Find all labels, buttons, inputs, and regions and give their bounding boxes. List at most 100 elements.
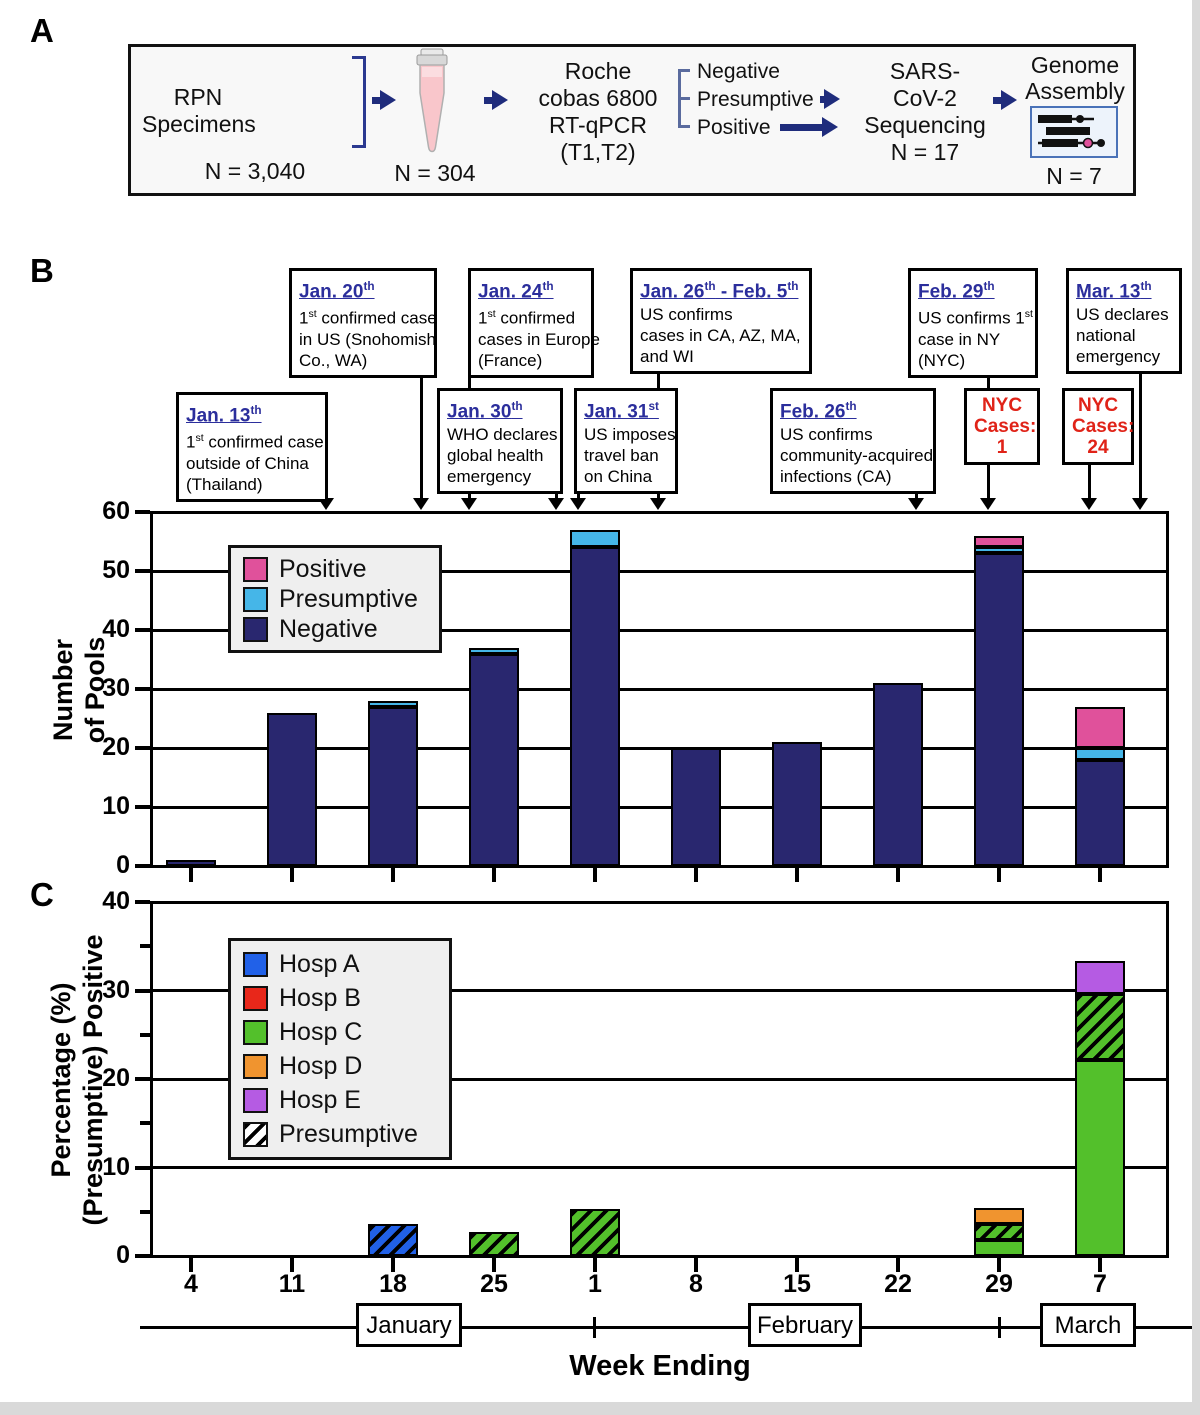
bar-b-week29-negative bbox=[974, 553, 1024, 866]
legend-label: Presumptive bbox=[279, 584, 418, 613]
panel-c-label: C bbox=[30, 876, 54, 913]
legend-label: Presumptive bbox=[279, 1119, 418, 1148]
week-label-7: 7 bbox=[1093, 1270, 1107, 1298]
results-bracket-stub bbox=[678, 125, 690, 128]
timeline-arrow-head-icon bbox=[570, 498, 586, 510]
x-tick-b bbox=[896, 868, 900, 882]
timeline-arrow-head-icon bbox=[1081, 498, 1097, 510]
legend-label: Hosp D bbox=[279, 1051, 363, 1080]
bar-b-week1-presumptive bbox=[570, 529, 620, 548]
y-tick-c bbox=[135, 1254, 150, 1258]
timeline-arrow-head-icon bbox=[461, 498, 477, 510]
bar-c-week18-hospa-presumptive bbox=[368, 1224, 418, 1256]
bar-b-week18-negative bbox=[368, 706, 418, 866]
panel-b-label: B bbox=[30, 252, 54, 289]
week-label-25: 25 bbox=[480, 1270, 508, 1298]
bar-c-week7-hospc-presumptive bbox=[1075, 994, 1125, 1060]
timeline-arrow-head-icon bbox=[980, 498, 996, 510]
timeline-arrow-head-icon bbox=[548, 498, 564, 510]
bar-c-week29-hospd-positive bbox=[974, 1208, 1024, 1225]
result-presumptive-label: Presumptive bbox=[697, 88, 814, 111]
x-tick-b bbox=[795, 868, 799, 882]
bar-b-week29-presumptive bbox=[974, 547, 1024, 554]
legend-item-hosp-b: Hosp B bbox=[243, 984, 437, 1013]
hosp-e-swatch-icon bbox=[243, 1087, 268, 1113]
month-axis-tick bbox=[998, 1317, 1001, 1338]
flow-arrow-icon bbox=[820, 89, 840, 109]
bar-b-week1-negative bbox=[570, 547, 620, 866]
legend-item-negative: Negative bbox=[243, 615, 427, 644]
presumptive-swatch-icon bbox=[243, 1121, 268, 1147]
timeline-arrow-head-icon bbox=[413, 498, 429, 510]
bar-b-week25-negative bbox=[469, 653, 519, 866]
y-tick-label-c: 40 bbox=[102, 887, 130, 915]
gridline-b-30 bbox=[153, 687, 1166, 691]
timeline-date: Jan. 24th bbox=[478, 280, 554, 303]
circle-cluster-icon bbox=[252, 54, 362, 154]
week-label-11: 11 bbox=[278, 1270, 306, 1298]
y-tick-b bbox=[135, 805, 150, 809]
specimens-n-label: N = 3,040 bbox=[204, 158, 306, 184]
bar-b-week7-positive bbox=[1075, 706, 1125, 748]
y-tick-label-b: 0 bbox=[116, 851, 130, 879]
x-tick-c bbox=[896, 1258, 900, 1272]
week-label-8: 8 bbox=[689, 1270, 703, 1298]
month-axis-line bbox=[140, 1326, 1192, 1329]
timeline-date: Jan. 31st bbox=[584, 400, 659, 423]
timeline-date: Mar. 13th bbox=[1076, 280, 1152, 303]
y-tick-b bbox=[135, 746, 150, 750]
legend-item-hosp-d: Hosp D bbox=[243, 1052, 437, 1081]
y-tick-label-b: 40 bbox=[102, 615, 130, 643]
legend-label: Hosp A bbox=[279, 949, 360, 978]
x-tick-c bbox=[997, 1258, 1001, 1272]
timeline-date: Jan. 13th bbox=[186, 404, 262, 427]
gridline-b-10 bbox=[153, 805, 1166, 809]
bar-c-week29-hospc-presumptive bbox=[974, 1224, 1024, 1241]
y-tick-label-c: 30 bbox=[102, 975, 130, 1004]
x-tick-c bbox=[694, 1258, 698, 1272]
assembly-n-label: N = 7 bbox=[1046, 163, 1102, 189]
y-tick-label-c: 0 bbox=[116, 1241, 130, 1269]
plot-b-y-axis-title: Number of Pools bbox=[48, 636, 110, 744]
hosp-a-swatch-icon bbox=[243, 951, 268, 977]
x-tick-b bbox=[492, 868, 496, 882]
x-tick-c bbox=[391, 1258, 395, 1272]
bar-c-week7-hospc-positive bbox=[1075, 1059, 1125, 1256]
result-negative-label: Negative bbox=[697, 60, 780, 83]
bar-b-week29-positive bbox=[974, 535, 1024, 548]
gridline-b-20 bbox=[153, 746, 1166, 750]
legend-label: Hosp B bbox=[279, 983, 361, 1012]
legend-item-presumptive: Presumptive bbox=[243, 1120, 437, 1149]
bar-b-week18-presumptive bbox=[368, 700, 418, 707]
month-box-february: February bbox=[748, 1303, 862, 1347]
legend-item-hosp-c: Hosp C bbox=[243, 1018, 437, 1047]
timeline-date: Jan. 30th bbox=[447, 400, 523, 423]
bar-c-week25-hospc-presumptive bbox=[469, 1232, 519, 1256]
bar-b-week8-negative bbox=[671, 748, 721, 866]
y-tick-label-c: 10 bbox=[102, 1152, 130, 1181]
genome-assembly-icon bbox=[1030, 106, 1118, 158]
bar-c-week7-hospe-positive bbox=[1075, 961, 1125, 995]
y-tick-label-b: 60 bbox=[102, 497, 130, 525]
bar-b-week7-presumptive bbox=[1075, 748, 1125, 760]
hosp-c-swatch-icon bbox=[243, 1019, 268, 1045]
bar-b-week25-presumptive bbox=[469, 647, 519, 654]
flow-arrow-icon bbox=[993, 90, 1017, 110]
y-tick-b bbox=[135, 864, 150, 868]
x-tick-b bbox=[290, 868, 294, 882]
bar-b-week7-negative bbox=[1075, 759, 1125, 866]
x-tick-c bbox=[290, 1258, 294, 1272]
